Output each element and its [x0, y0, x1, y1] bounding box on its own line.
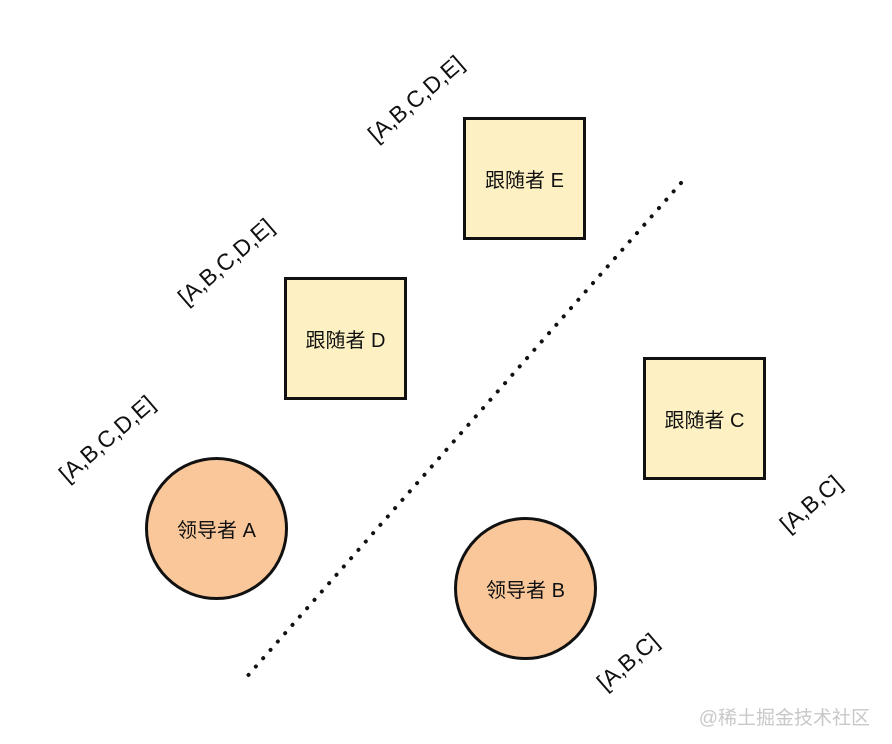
- leader-b-node: 领导者 B: [454, 517, 597, 660]
- leader-a-node: 领导者 A: [145, 457, 288, 600]
- follower-c-node: 跟随者 C: [643, 357, 766, 480]
- leader-a-label: 领导者 A: [177, 520, 256, 542]
- follower-c-label: 跟随者 C: [664, 410, 745, 432]
- watermark: @稀土掘金技术社区: [698, 708, 870, 729]
- follower-d-label: 跟随者 D: [305, 330, 386, 352]
- follower-d-node: 跟随者 D: [284, 277, 407, 400]
- follower-e-node: 跟随者 E: [463, 117, 586, 240]
- leader-b-label: 领导者 B: [486, 580, 565, 602]
- follower-e-label: 跟随者 E: [485, 170, 564, 192]
